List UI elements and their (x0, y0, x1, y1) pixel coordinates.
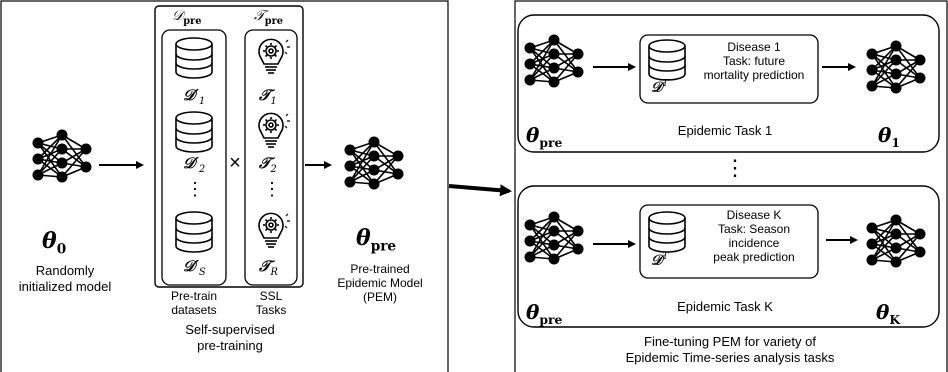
pretrain-datasets-caption: Pre-train datasets (170, 289, 217, 317)
pem-network-icon (343, 135, 405, 191)
task-k-box (517, 185, 940, 328)
task-ellipsis: ⋮ (263, 179, 281, 199)
task-1-description: Disease 1 Task: future mortality predict… (703, 40, 805, 82)
dataset-2-label: 𝒟′2 (183, 154, 206, 175)
task-k-input-network-icon (523, 210, 585, 266)
randomly-caption: Randomly initialized model (18, 263, 112, 294)
task-1-theta-in: θpre (526, 123, 563, 150)
task-k-output-network-icon (865, 213, 927, 269)
task-k-theta-in: θpre (526, 300, 563, 327)
database-icon (648, 39, 686, 81)
theta-0-label: θ0 (42, 228, 67, 258)
lightbulb-gear-icon (258, 212, 291, 248)
pem-caption: Pre-trained Epidemic Model (PEM) (337, 262, 423, 304)
database-icon (648, 211, 686, 253)
cartesian-product-symbol: × (229, 152, 241, 174)
finetune-panel-frame (514, 0, 948, 372)
task-k-description: Disease K Task: Season incidence peak pr… (713, 208, 795, 264)
finetuning-caption: Fine-tuning PEM for variety of Epidemic … (625, 334, 835, 365)
task-1-label: Epidemic Task 1 (677, 123, 773, 138)
task-r-label: 𝒯R (259, 257, 278, 278)
task-set-symbol: 𝒯pre (254, 8, 283, 27)
arrow-pem-to-finetune (448, 184, 512, 197)
lightbulb-gear-icon (258, 112, 291, 148)
task-k-description-box (639, 204, 819, 279)
pretraining-box (154, 5, 304, 288)
dataset-column-box (161, 29, 227, 286)
task-1-output-network-icon (865, 39, 927, 95)
database-icon (175, 111, 213, 153)
task-k-label: Epidemic Task K (677, 299, 773, 314)
task-1-input-network-icon (523, 33, 585, 89)
task-1-box (517, 14, 940, 153)
pretraining-panel-frame (0, 0, 449, 372)
tasks-ellipsis: ⋮ (724, 155, 746, 180)
ssl-tasks-caption: SSL Tasks (255, 289, 287, 317)
task-k-theta-out: θK (876, 300, 901, 327)
database-icon (175, 211, 213, 253)
dataset-1-label: 𝒟′1 (183, 86, 206, 107)
task-k-data-symbol: 𝒟T (651, 252, 669, 269)
task-column-box (244, 29, 298, 286)
lightbulb-gear-icon (258, 38, 291, 74)
task-1-label: 𝒯1 (259, 86, 277, 107)
task-1-data-symbol: 𝒟T (651, 79, 669, 96)
theta-pre-label: θpre (356, 225, 397, 255)
dataset-ellipsis: ⋮ (186, 179, 204, 199)
task-1-theta-out: θ1 (878, 123, 900, 150)
task-2-label: 𝒯2 (259, 154, 277, 175)
dataset-s-label: 𝒟′S (183, 257, 206, 278)
random-network-icon (31, 128, 93, 184)
task-1-description-box (639, 34, 819, 104)
dataset-set-symbol: 𝒟pre (172, 8, 202, 27)
database-icon (175, 37, 213, 79)
self-supervised-pretraining-caption: Self-supervised pre-training (185, 322, 275, 353)
